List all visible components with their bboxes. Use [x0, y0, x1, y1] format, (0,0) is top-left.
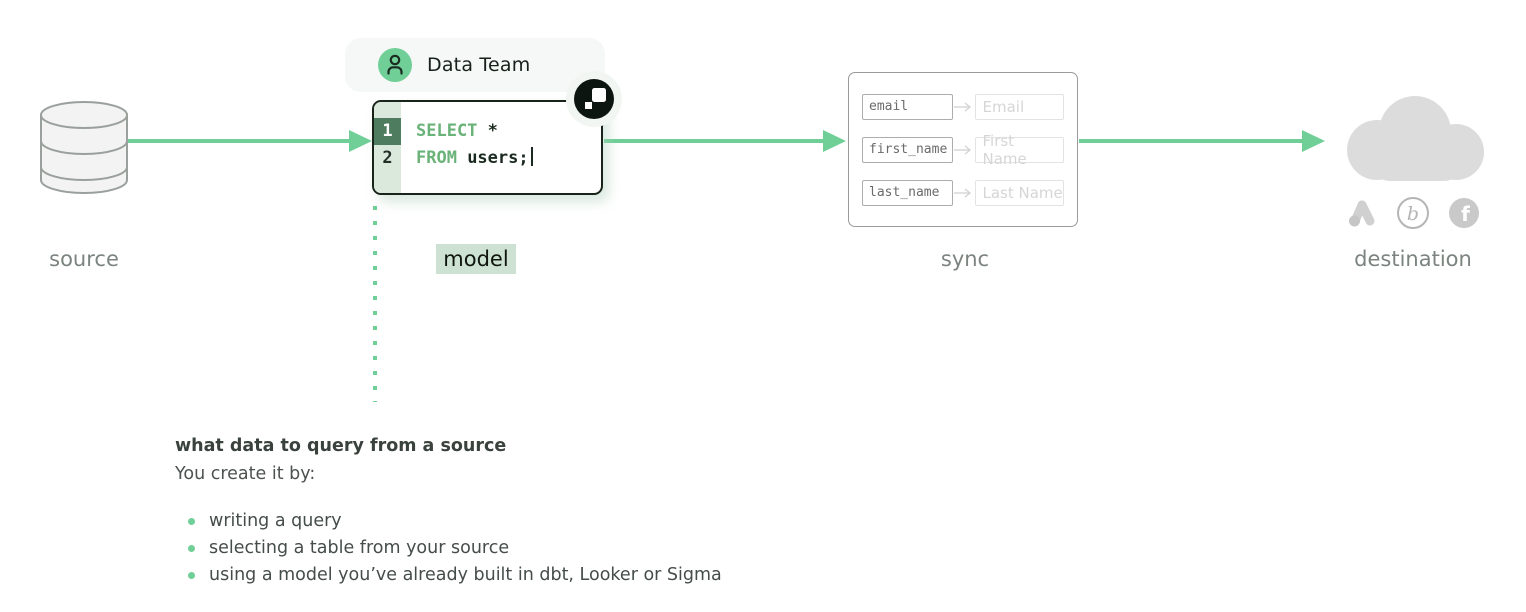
hightouch-logo-icon: [574, 79, 614, 119]
data-team-label: Data Team: [427, 54, 531, 76]
text-cursor: [530, 147, 533, 166]
note-title: what data to query from a source: [175, 436, 507, 456]
stage-label-source: source: [49, 247, 119, 271]
code-line-2: 2 FROM users;: [374, 145, 601, 172]
mapping-arrow-icon: [953, 144, 975, 156]
sync-mapping-box: email Email first_name First Name last_n…: [848, 72, 1078, 227]
source-field-chip: first_name: [862, 136, 953, 163]
source-field-chip: last_name: [862, 179, 953, 206]
google-ads-icon: [1349, 200, 1375, 227]
bullet-dot-icon: [188, 572, 195, 579]
database-icon: [40, 101, 128, 194]
note-subtitle: You create it by:: [175, 464, 316, 484]
source-field-chip: email: [862, 93, 953, 120]
note-bullet-item: selecting a table from your source: [175, 535, 895, 562]
code-text: SELECT *: [416, 121, 498, 141]
stage-label-sync: sync: [940, 247, 990, 271]
person-icon: [387, 54, 403, 75]
line-number: 2: [382, 148, 393, 168]
destination-field-chip: First Name: [974, 132, 1064, 168]
bullet-dot-icon: [188, 545, 195, 552]
code-text: FROM users;: [401, 145, 533, 172]
mapping-row: first_name First Name: [862, 132, 1064, 168]
stage-label-model: model: [406, 244, 546, 274]
mapping-row: last_name Last Name: [862, 179, 1064, 206]
stage-label-destination: destination: [1354, 247, 1472, 271]
editor-gutter: [374, 102, 401, 193]
note-bullet-list: writing a query selecting a table from y…: [175, 508, 895, 589]
mapping-arrow-icon: [953, 101, 975, 113]
destination-logos: b f: [1333, 196, 1493, 230]
dotted-connector: [373, 206, 377, 402]
model-note: what data to query from a source You cre…: [175, 434, 895, 589]
svg-text:b: b: [1407, 203, 1419, 225]
destination-field-chip: Last Name: [974, 179, 1064, 206]
hightouch-badge: [566, 71, 622, 127]
line-number: 1: [374, 118, 401, 145]
destination-field-chip: Email: [974, 93, 1064, 120]
flow-arrow-sync-to-destination: [1079, 130, 1325, 152]
flow-arrow-model-to-sync: [604, 130, 846, 152]
facebook-icon: f: [1449, 198, 1479, 228]
sql-editor: 1 SELECT * 2 FROM users;: [372, 100, 603, 195]
code-line-1: 1 SELECT *: [374, 118, 601, 145]
braze-icon: b: [1397, 197, 1429, 229]
bullet-dot-icon: [188, 518, 195, 525]
avatar: [378, 48, 412, 82]
note-bullet-item: using a model you’ve already built in db…: [175, 562, 895, 589]
cloud-icon: [1347, 96, 1484, 181]
mapping-arrow-icon: [953, 187, 975, 199]
mapping-row: email Email: [862, 93, 1064, 120]
flow-arrow-source-to-model: [128, 130, 372, 152]
note-bullet-item: writing a query: [175, 508, 895, 535]
svg-text:f: f: [1461, 202, 1470, 226]
data-team-pill: Data Team: [345, 38, 605, 92]
